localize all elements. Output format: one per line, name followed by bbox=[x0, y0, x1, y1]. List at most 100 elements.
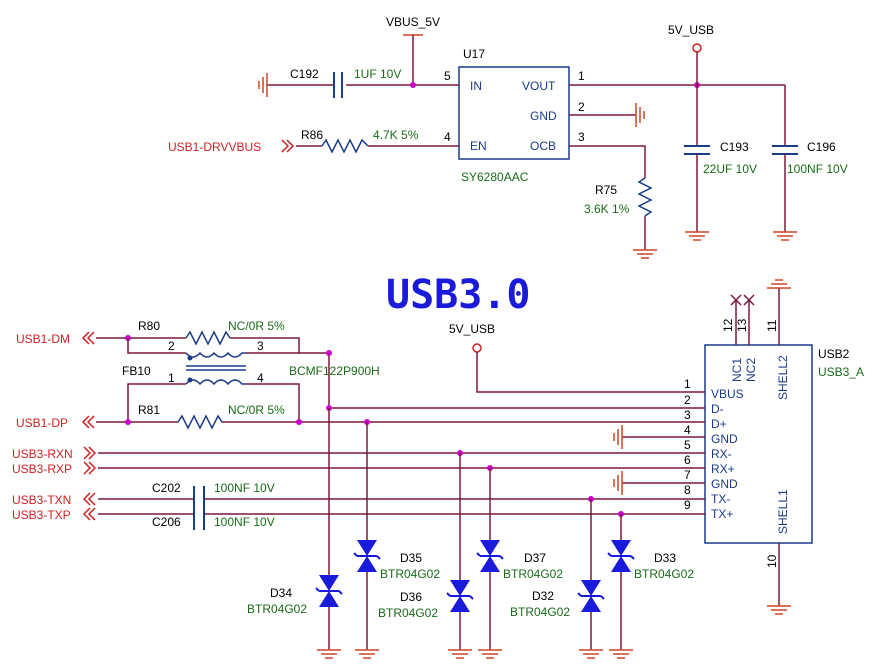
svg-text:7: 7 bbox=[684, 468, 691, 482]
fb10-value: BCMF122P900H bbox=[289, 364, 380, 378]
svg-text:6: 6 bbox=[684, 453, 691, 467]
wire bbox=[569, 145, 646, 178]
wire bbox=[246, 383, 300, 422]
usb2-ref: USB2 bbox=[818, 347, 850, 361]
svg-text:GND: GND bbox=[711, 432, 738, 446]
u17-pin-gnd: GND bbox=[530, 109, 557, 123]
usb2-pinnum-10: 10 bbox=[765, 554, 779, 568]
ground-icon bbox=[772, 221, 798, 241]
d36-tvs-diode bbox=[446, 579, 474, 613]
d37-ref: D37 bbox=[524, 551, 546, 565]
u17-pinnum-1: 1 bbox=[578, 69, 585, 83]
d36-ref: D36 bbox=[400, 590, 422, 604]
r75-value: 3.6K 1% bbox=[584, 202, 630, 216]
c196-ref: C196 bbox=[807, 140, 836, 154]
5v-usb-label-top: 5V_USB bbox=[668, 23, 714, 37]
r86-value: 4.7K 5% bbox=[373, 128, 419, 142]
junction bbox=[125, 419, 131, 425]
svg-text:5: 5 bbox=[684, 438, 691, 452]
c193-value: 22UF 10V bbox=[703, 162, 757, 176]
ground-icon bbox=[766, 279, 792, 299]
r81-resistor bbox=[177, 414, 223, 430]
page-title: USB3.0 bbox=[386, 272, 531, 318]
ground-icon bbox=[613, 424, 631, 450]
usb2-part: USB3_A bbox=[818, 365, 864, 379]
usb2-pinnum-13: 13 bbox=[735, 318, 749, 332]
wire bbox=[127, 383, 186, 422]
d32-value: BTR04G02 bbox=[510, 605, 570, 619]
r86-resistor bbox=[321, 138, 369, 154]
5v-usb-label-bottom: 5V_USB bbox=[449, 322, 495, 336]
r75-resistor bbox=[637, 177, 653, 217]
wire bbox=[230, 337, 705, 409]
u17-body bbox=[458, 66, 570, 160]
c202-value: 100NF 10V bbox=[214, 481, 275, 495]
u17-pin-en: EN bbox=[470, 139, 487, 153]
net-arrow-icon bbox=[281, 139, 294, 153]
u17-pinnum-2: 2 bbox=[578, 100, 585, 114]
net-drvvbus: USB1-DRVVBUS bbox=[168, 140, 261, 154]
d36-value: BTR04G02 bbox=[378, 606, 438, 620]
u17-pin-in: IN bbox=[470, 79, 482, 93]
usb2-nc1: NC1 bbox=[730, 358, 744, 382]
fb10-ref: FB10 bbox=[122, 364, 151, 378]
svg-text:9: 9 bbox=[684, 498, 691, 512]
d35-value: BTR04G02 bbox=[380, 567, 440, 581]
c192-value: 1UF 10V bbox=[354, 67, 401, 81]
u17-pin-ocb: OCB bbox=[530, 139, 556, 153]
junction bbox=[326, 350, 332, 356]
junction bbox=[410, 82, 416, 88]
net-arrow-icon bbox=[83, 492, 96, 506]
net-txn: USB3-TXN bbox=[12, 493, 71, 507]
usb2-shell2: SHELL2 bbox=[776, 355, 790, 400]
r81-value: NC/0R 5% bbox=[228, 403, 285, 417]
d34-tvs-diode bbox=[315, 574, 343, 608]
r80-resistor bbox=[185, 330, 231, 346]
net-arrow-icon bbox=[82, 331, 95, 345]
net-dp: USB1-DP bbox=[16, 416, 68, 430]
5v-usb-symbol-top bbox=[692, 43, 702, 85]
svg-text:RX+: RX+ bbox=[711, 462, 735, 476]
svg-text:1: 1 bbox=[684, 377, 691, 391]
ground-icon bbox=[477, 639, 503, 659]
svg-text:RX-: RX- bbox=[711, 447, 732, 461]
d37-tvs-diode bbox=[476, 539, 504, 573]
svg-text:D-: D- bbox=[711, 402, 724, 416]
r80-value: NC/0R 5% bbox=[228, 319, 285, 333]
ground-icon bbox=[613, 470, 631, 496]
net-rxp: USB3-RXP bbox=[12, 462, 72, 476]
ground-icon bbox=[608, 639, 634, 659]
svg-text:TX+: TX+ bbox=[711, 507, 733, 521]
d32-ref: D32 bbox=[532, 589, 554, 603]
usb2-nc2: NC2 bbox=[744, 358, 758, 382]
ground-icon bbox=[684, 221, 710, 241]
u17-pinnum-5: 5 bbox=[444, 69, 451, 83]
usb2-pinnum-11: 11 bbox=[765, 319, 779, 332]
svg-text:VBUS: VBUS bbox=[711, 387, 744, 401]
u17-pin-vout: VOUT bbox=[522, 79, 556, 93]
c196-capacitor bbox=[772, 145, 798, 155]
c202-ref: C202 bbox=[152, 481, 181, 495]
svg-text:4: 4 bbox=[684, 423, 691, 437]
wire bbox=[127, 338, 186, 354]
svg-text:GND: GND bbox=[711, 477, 738, 491]
d35-tvs-diode bbox=[353, 539, 381, 573]
u17-ref: U17 bbox=[463, 47, 485, 61]
c193-capacitor bbox=[684, 145, 710, 155]
d35-ref: D35 bbox=[400, 551, 422, 565]
r81-ref: R81 bbox=[138, 403, 160, 417]
u17-pinnum-4: 4 bbox=[444, 130, 451, 144]
net-arrow-icon bbox=[83, 507, 96, 521]
svg-text:8: 8 bbox=[684, 483, 691, 497]
net-rxn: USB3-RXN bbox=[12, 447, 73, 461]
c206-ref: C206 bbox=[152, 515, 181, 529]
svg-text:3: 3 bbox=[684, 408, 691, 422]
ground-icon bbox=[766, 595, 792, 615]
fb10-pin-1: 1 bbox=[168, 371, 175, 385]
svg-text:D+: D+ bbox=[711, 417, 727, 431]
c193-ref: C193 bbox=[720, 140, 749, 154]
ground-icon bbox=[316, 639, 342, 659]
c192-capacitor bbox=[333, 72, 343, 98]
fb10-pin-4: 4 bbox=[257, 371, 264, 385]
